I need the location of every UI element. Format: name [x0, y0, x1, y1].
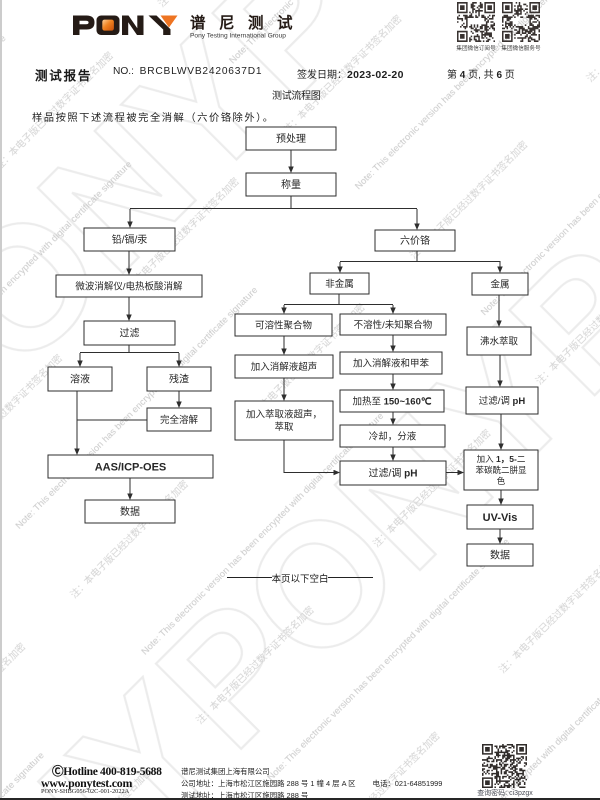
svg-text:金属: 金属	[490, 278, 509, 290]
svg-text:过滤/调 pH: 过滤/调 pH	[479, 395, 526, 407]
svg-text:谱尼测试: 谱尼测试	[190, 13, 306, 32]
svg-text:沸水萃取: 沸水萃取	[480, 335, 519, 347]
svg-text:UV-Vis: UV-Vis	[483, 512, 518, 524]
svg-text:Pony Testing International Gro: Pony Testing International Group	[190, 33, 286, 40]
svg-text:非金属: 非金属	[325, 278, 354, 290]
svg-text:过滤: 过滤	[120, 327, 140, 340]
svg-text:加入 1，5-二: 加入 1，5-二	[477, 454, 526, 464]
svg-text:冷却，分液: 冷却，分液	[369, 430, 417, 442]
svg-text:加热至 150~160℃: 加热至 150~160℃	[352, 395, 431, 407]
svg-text:不溶性/未知聚合物: 不溶性/未知聚合物	[354, 319, 433, 331]
svg-text:六价铬: 六价铬	[400, 234, 430, 247]
svg-text:铅/镉/汞: 铅/镉/汞	[112, 233, 148, 246]
svg-text:AAS/ICP-OES: AAS/ICP-OES	[95, 461, 167, 473]
svg-text:数据: 数据	[120, 505, 140, 518]
svg-text:溶液: 溶液	[70, 373, 90, 386]
svg-text:完全溶解: 完全溶解	[160, 414, 199, 426]
svg-text:色: 色	[497, 476, 506, 486]
svg-text:称量: 称量	[281, 178, 301, 191]
svg-text:苯碳酰二肼显: 苯碳酰二肼显	[475, 465, 527, 475]
svg-text:预处理: 预处理	[276, 133, 306, 145]
svg-text:萃取: 萃取	[274, 422, 294, 433]
svg-text:过滤/调 pH: 过滤/调 pH	[369, 467, 418, 480]
svg-text:加入消解液超声: 加入消解液超声	[251, 361, 318, 373]
svg-text:可溶性聚合物: 可溶性聚合物	[255, 319, 313, 331]
svg-text:数据: 数据	[490, 549, 510, 562]
svg-text:微波消解仪/电热板酸消解: 微波消解仪/电热板酸消解	[75, 280, 183, 292]
svg-text:加入萃取液超声，: 加入萃取液超声，	[246, 409, 322, 421]
svg-text:加入消解液和甲苯: 加入消解液和甲苯	[353, 357, 430, 369]
svg-text:残渣: 残渣	[169, 373, 189, 386]
